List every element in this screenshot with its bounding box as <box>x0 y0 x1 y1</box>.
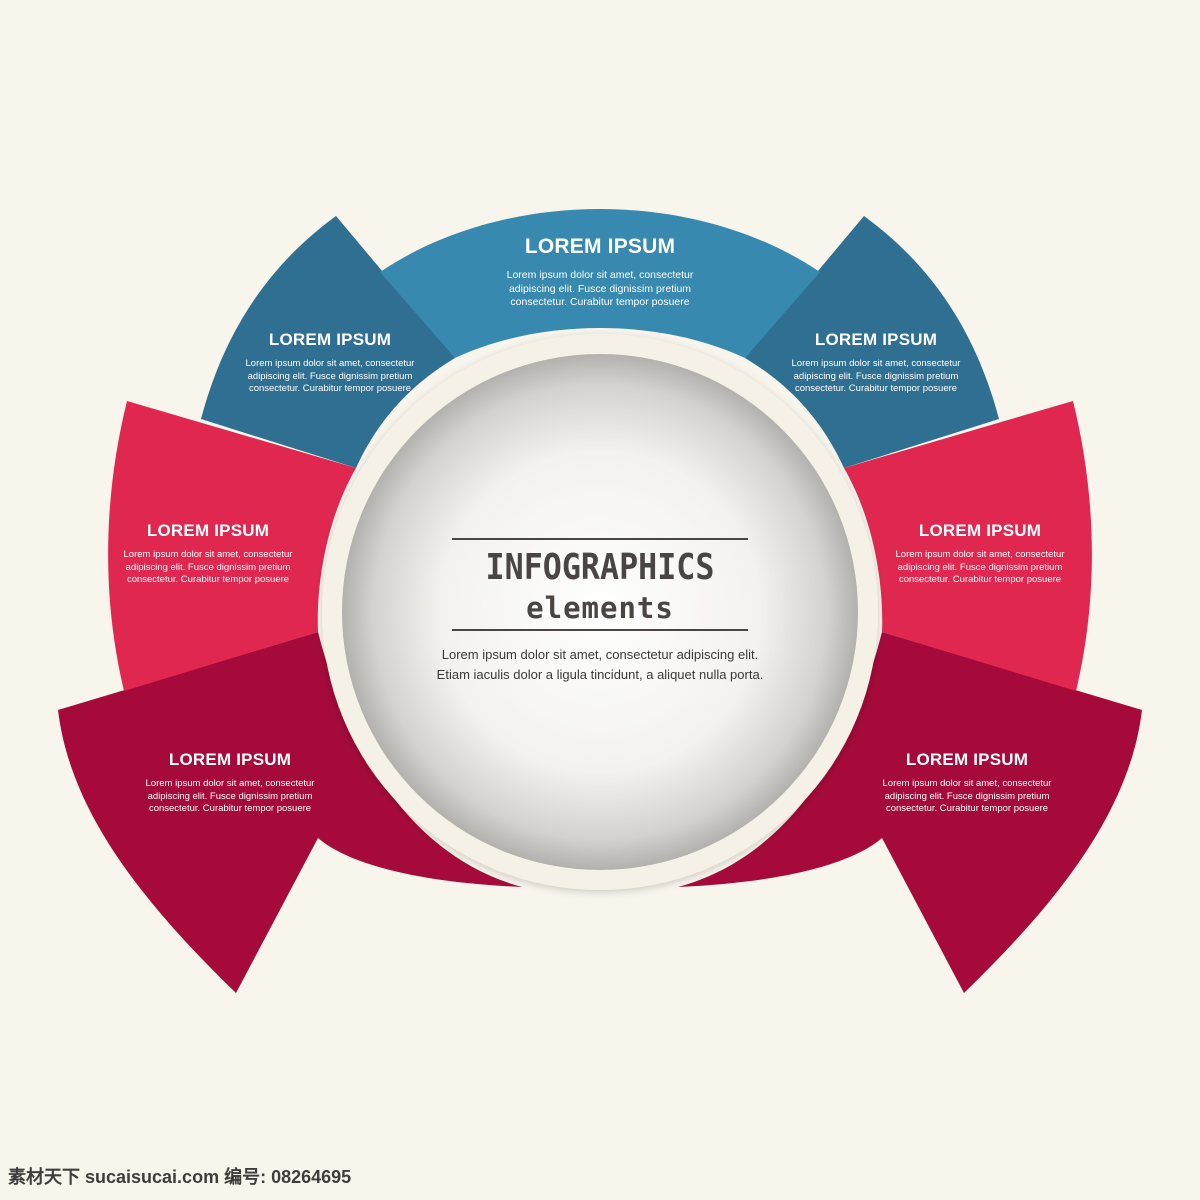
segment-top-label: LOREM IPSUM Lorem ipsum dolor sit amet, … <box>430 235 770 310</box>
segment-upper-left-title: LOREM IPSUM <box>268 330 392 349</box>
segment-top-shape <box>380 209 820 358</box>
watermark-text: 素材天下 sucaisucai.com 编号: 08264695 <box>8 1167 352 1187</box>
segment-middle-left-label: LOREM IPSUM Lorem ipsum dolor sit amet, … <box>98 521 318 587</box>
segment-lower-left-body: Lorem ipsum dolor sit amet, consectetur … <box>145 778 315 814</box>
segment-upper-right-label: LOREM IPSUM Lorem ipsum dolor sit amet, … <box>766 330 986 396</box>
segment-lower-left-shape <box>58 632 522 993</box>
segment-upper-left-label: LOREM IPSUM Lorem ipsum dolor sit amet, … <box>220 330 440 396</box>
segment-middle-right-label: LOREM IPSUM Lorem ipsum dolor sit amet, … <box>870 521 1090 587</box>
segment-middle-right-body: Lorem ipsum dolor sit amet, consectetur … <box>895 549 1065 585</box>
segment-lower-left-label: LOREM IPSUM Lorem ipsum dolor sit amet, … <box>120 750 340 816</box>
segment-middle-left-body: Lorem ipsum dolor sit amet, consectetur … <box>123 549 293 585</box>
segment-lower-right-body: Lorem ipsum dolor sit amet, consectetur … <box>882 778 1052 814</box>
segment-lower-right-title: LOREM IPSUM <box>905 750 1029 769</box>
segment-middle-left-shape <box>108 401 356 691</box>
segment-upper-left-body: Lorem ipsum dolor sit amet, consectetur … <box>245 358 415 394</box>
segment-upper-right-shape <box>745 216 999 468</box>
segment-top-body: Lorem ipsum dolor sit amet, consectetur … <box>506 269 694 308</box>
segment-lower-right-shape <box>678 632 1142 993</box>
segment-upper-right-body: Lorem ipsum dolor sit amet, consectetur … <box>791 358 961 394</box>
segment-upper-left-shape <box>201 216 455 468</box>
segment-middle-right-title: LOREM IPSUM <box>918 521 1042 540</box>
center-description: Lorem ipsum dolor sit amet, consectetur … <box>436 647 764 682</box>
segment-lower-right-label: LOREM IPSUM Lorem ipsum dolor sit amet, … <box>857 750 1077 816</box>
segment-middle-left-title: LOREM IPSUM <box>146 521 270 540</box>
center-sphere <box>342 354 858 870</box>
segment-lower-left-title: LOREM IPSUM <box>168 750 292 769</box>
center-subtitle: elements <box>526 591 674 625</box>
segment-top-title: LOREM IPSUM <box>524 235 676 258</box>
segment-middle-right-shape <box>844 401 1092 691</box>
segment-upper-right-title: LOREM IPSUM <box>814 330 938 349</box>
center-title: INFOGRAPHICS <box>485 547 715 588</box>
